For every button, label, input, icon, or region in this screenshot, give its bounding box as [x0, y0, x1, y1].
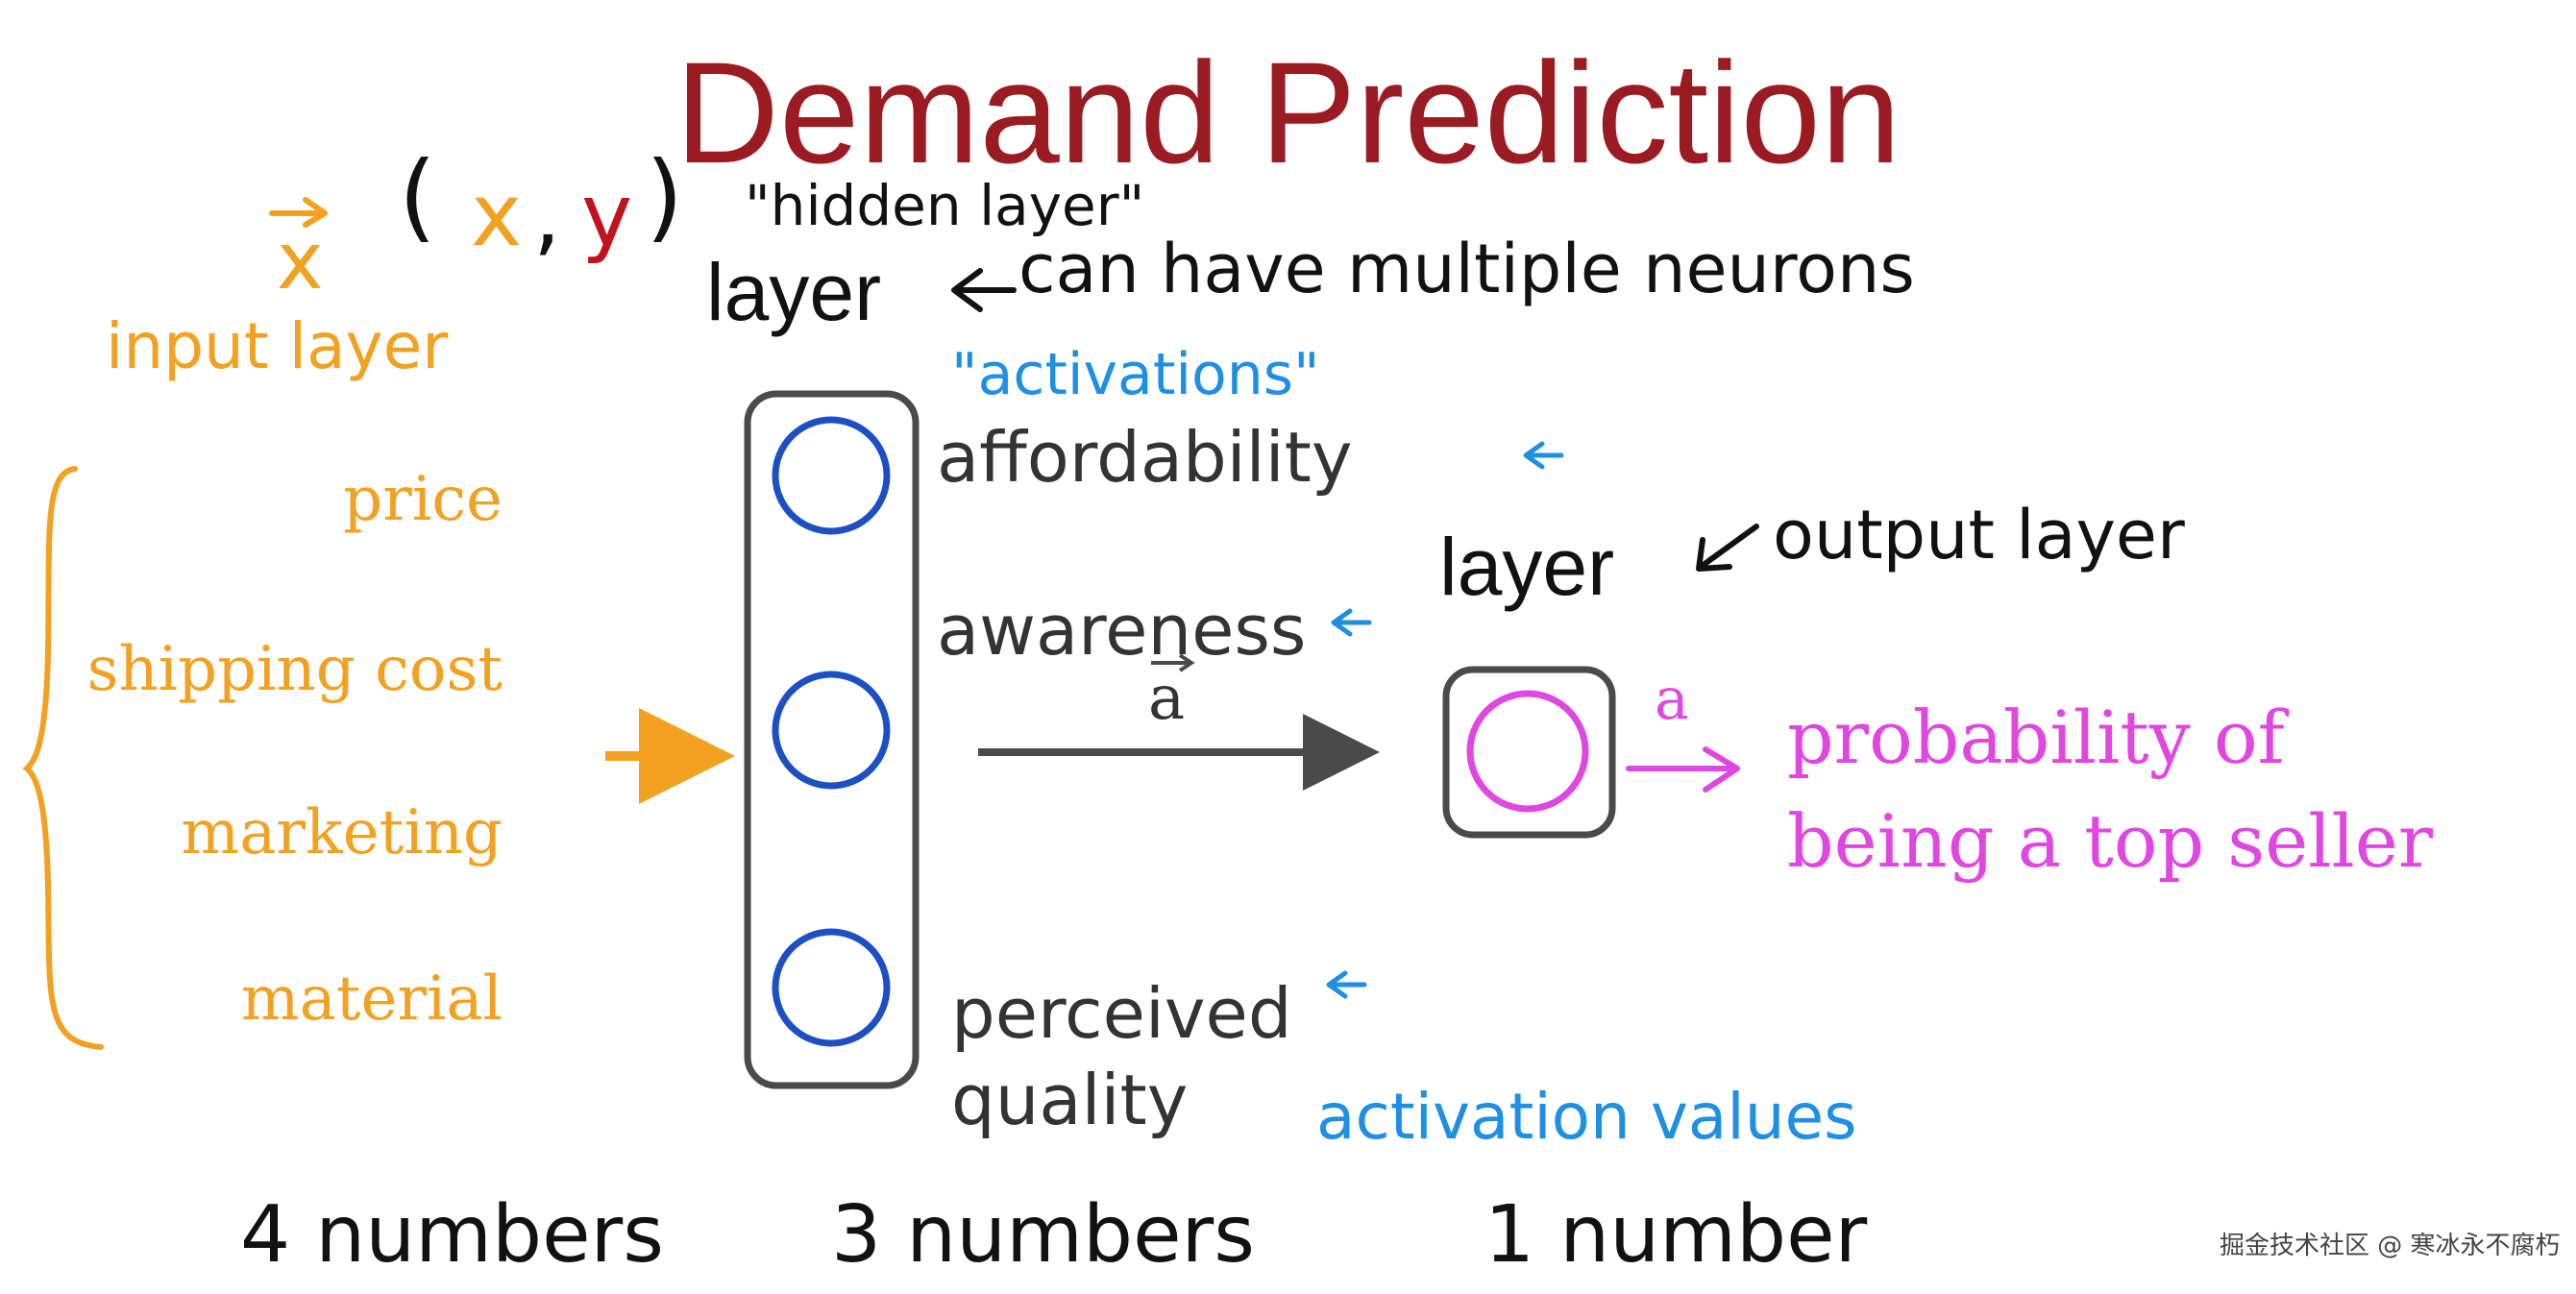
hidden-layer-box [744, 390, 920, 1089]
output-layer-note: output layer [1773, 496, 2185, 574]
page-title: Demand Prediction [675, 32, 1901, 193]
output-layer-pointer-arrow-icon [1696, 524, 1759, 572]
output-layer-box [1442, 666, 1616, 839]
neuron-label-awareness: awareness [937, 590, 1307, 671]
output-arrow [1626, 746, 1740, 793]
hidden-neuron-awareness [772, 671, 891, 790]
watermark: 掘金技术社区 @ 寒冰永不腐朽 [2220, 1232, 2561, 1260]
pair-y: y [581, 165, 633, 266]
hidden-layer-pointer-arrow-icon [951, 268, 1017, 312]
neuron-label-perceived-quality: perceived quality [951, 973, 1292, 1140]
pair-open-paren: ( [399, 140, 437, 253]
hidden-layer-quote-label: "hidden layer" [745, 173, 1145, 238]
activation-values-note: activation values [1316, 1080, 1857, 1154]
vector-x-arrow-icon [269, 197, 328, 228]
hidden-count-label: 3 numbers [831, 1189, 1255, 1281]
neuron-label-affordability: affordability [937, 417, 1353, 498]
hidden-neuron-affordability [772, 416, 891, 535]
input-feature-marketing: marketing [181, 797, 503, 868]
output-neuron [1466, 690, 1589, 813]
output-layer-label: layer [1439, 522, 1615, 612]
hidden-neuron-perceived-quality [772, 928, 891, 1047]
pair-close-paren: ) [646, 140, 684, 253]
input-feature-shipping-cost: shipping cost [86, 634, 503, 705]
output-description-line1: probability of [1787, 695, 2285, 780]
vector-x-label: x [277, 216, 324, 307]
output-count-label: 1 number [1484, 1189, 1868, 1281]
pair-x: x [471, 165, 523, 266]
awareness-pointer-arrow-icon [1331, 608, 1372, 637]
hidden-layer-label: layer [706, 247, 882, 337]
output-activation-label: a [1655, 666, 1689, 733]
hidden-vector-arrow-icon [1151, 653, 1195, 672]
hidden-vector-label: a [1148, 663, 1186, 734]
pair-comma: , [533, 165, 561, 266]
input-feature-price: price [343, 464, 503, 535]
input-count-label: 4 numbers [240, 1189, 664, 1281]
activations-note: "activations" [951, 341, 1320, 408]
output-description-line2: being a top seller [1787, 798, 2434, 884]
affordability-pointer-arrow-icon [1523, 441, 1564, 470]
input-layer-annotation: input layer [106, 309, 449, 383]
perceived-quality-pointer-arrow-icon [1326, 970, 1367, 999]
hidden-layer-note: can have multiple neurons [1018, 230, 1915, 308]
input-feature-material: material [240, 964, 503, 1035]
input-brace [22, 466, 104, 1050]
